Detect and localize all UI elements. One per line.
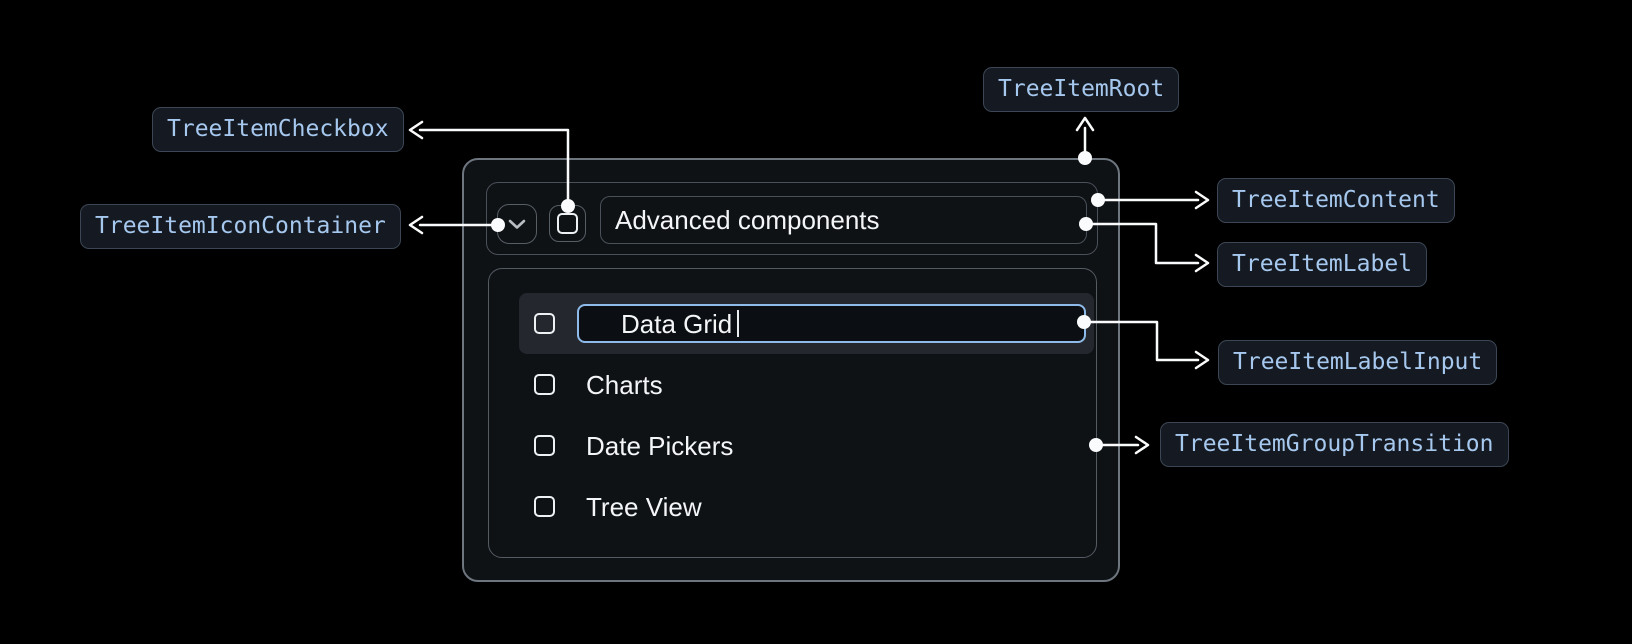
callout-tree-item-checkbox: TreeItemCheckbox bbox=[152, 107, 404, 152]
tree-item-data-grid[interactable]: Data Grid bbox=[519, 293, 1094, 354]
callout-tree-item-content: TreeItemContent bbox=[1217, 178, 1455, 223]
tree-item-root bbox=[462, 158, 1120, 582]
callout-tree-item-root: TreeItemRoot bbox=[983, 67, 1180, 112]
tree-item-label-text: Charts bbox=[586, 369, 663, 400]
tree-item-label[interactable]: Advanced components bbox=[600, 196, 1087, 244]
tree-item-label-text: Tree View bbox=[586, 491, 702, 522]
tree-item-label-text: Date Pickers bbox=[586, 430, 734, 461]
tree-item-date-pickers[interactable]: Date Pickers bbox=[519, 415, 1094, 476]
checkbox-icon[interactable] bbox=[534, 374, 555, 395]
checkbox-icon[interactable] bbox=[534, 496, 555, 517]
tree-item-label-input[interactable]: Data Grid bbox=[577, 304, 1086, 343]
callout-tree-item-icon-container: TreeItemIconContainer bbox=[80, 204, 401, 249]
tree-item-content[interactable] bbox=[486, 182, 1098, 255]
checkbox-icon[interactable] bbox=[534, 313, 555, 334]
callout-tree-item-label: TreeItemLabel bbox=[1217, 242, 1428, 287]
label-input-value: Data Grid bbox=[621, 308, 733, 339]
checkbox-icon[interactable] bbox=[534, 435, 555, 456]
callout-tree-item-group-transition: TreeItemGroupTransition bbox=[1160, 422, 1509, 467]
tree-item-icon-container[interactable] bbox=[497, 204, 537, 244]
chevron-down-icon bbox=[508, 219, 526, 230]
callout-tree-item-label-input: TreeItemLabelInput bbox=[1218, 340, 1498, 385]
tree-item-group-transition: Data Grid Charts Date Pickers Tree View bbox=[488, 268, 1097, 558]
tree-item-tree-view[interactable]: Tree View bbox=[519, 476, 1094, 537]
tree-item-charts[interactable]: Charts bbox=[519, 354, 1094, 415]
checkbox-icon bbox=[557, 213, 578, 234]
text-cursor bbox=[737, 310, 740, 337]
tree-item-label-text: Advanced components bbox=[615, 205, 880, 235]
tree-item-checkbox[interactable] bbox=[549, 205, 586, 242]
